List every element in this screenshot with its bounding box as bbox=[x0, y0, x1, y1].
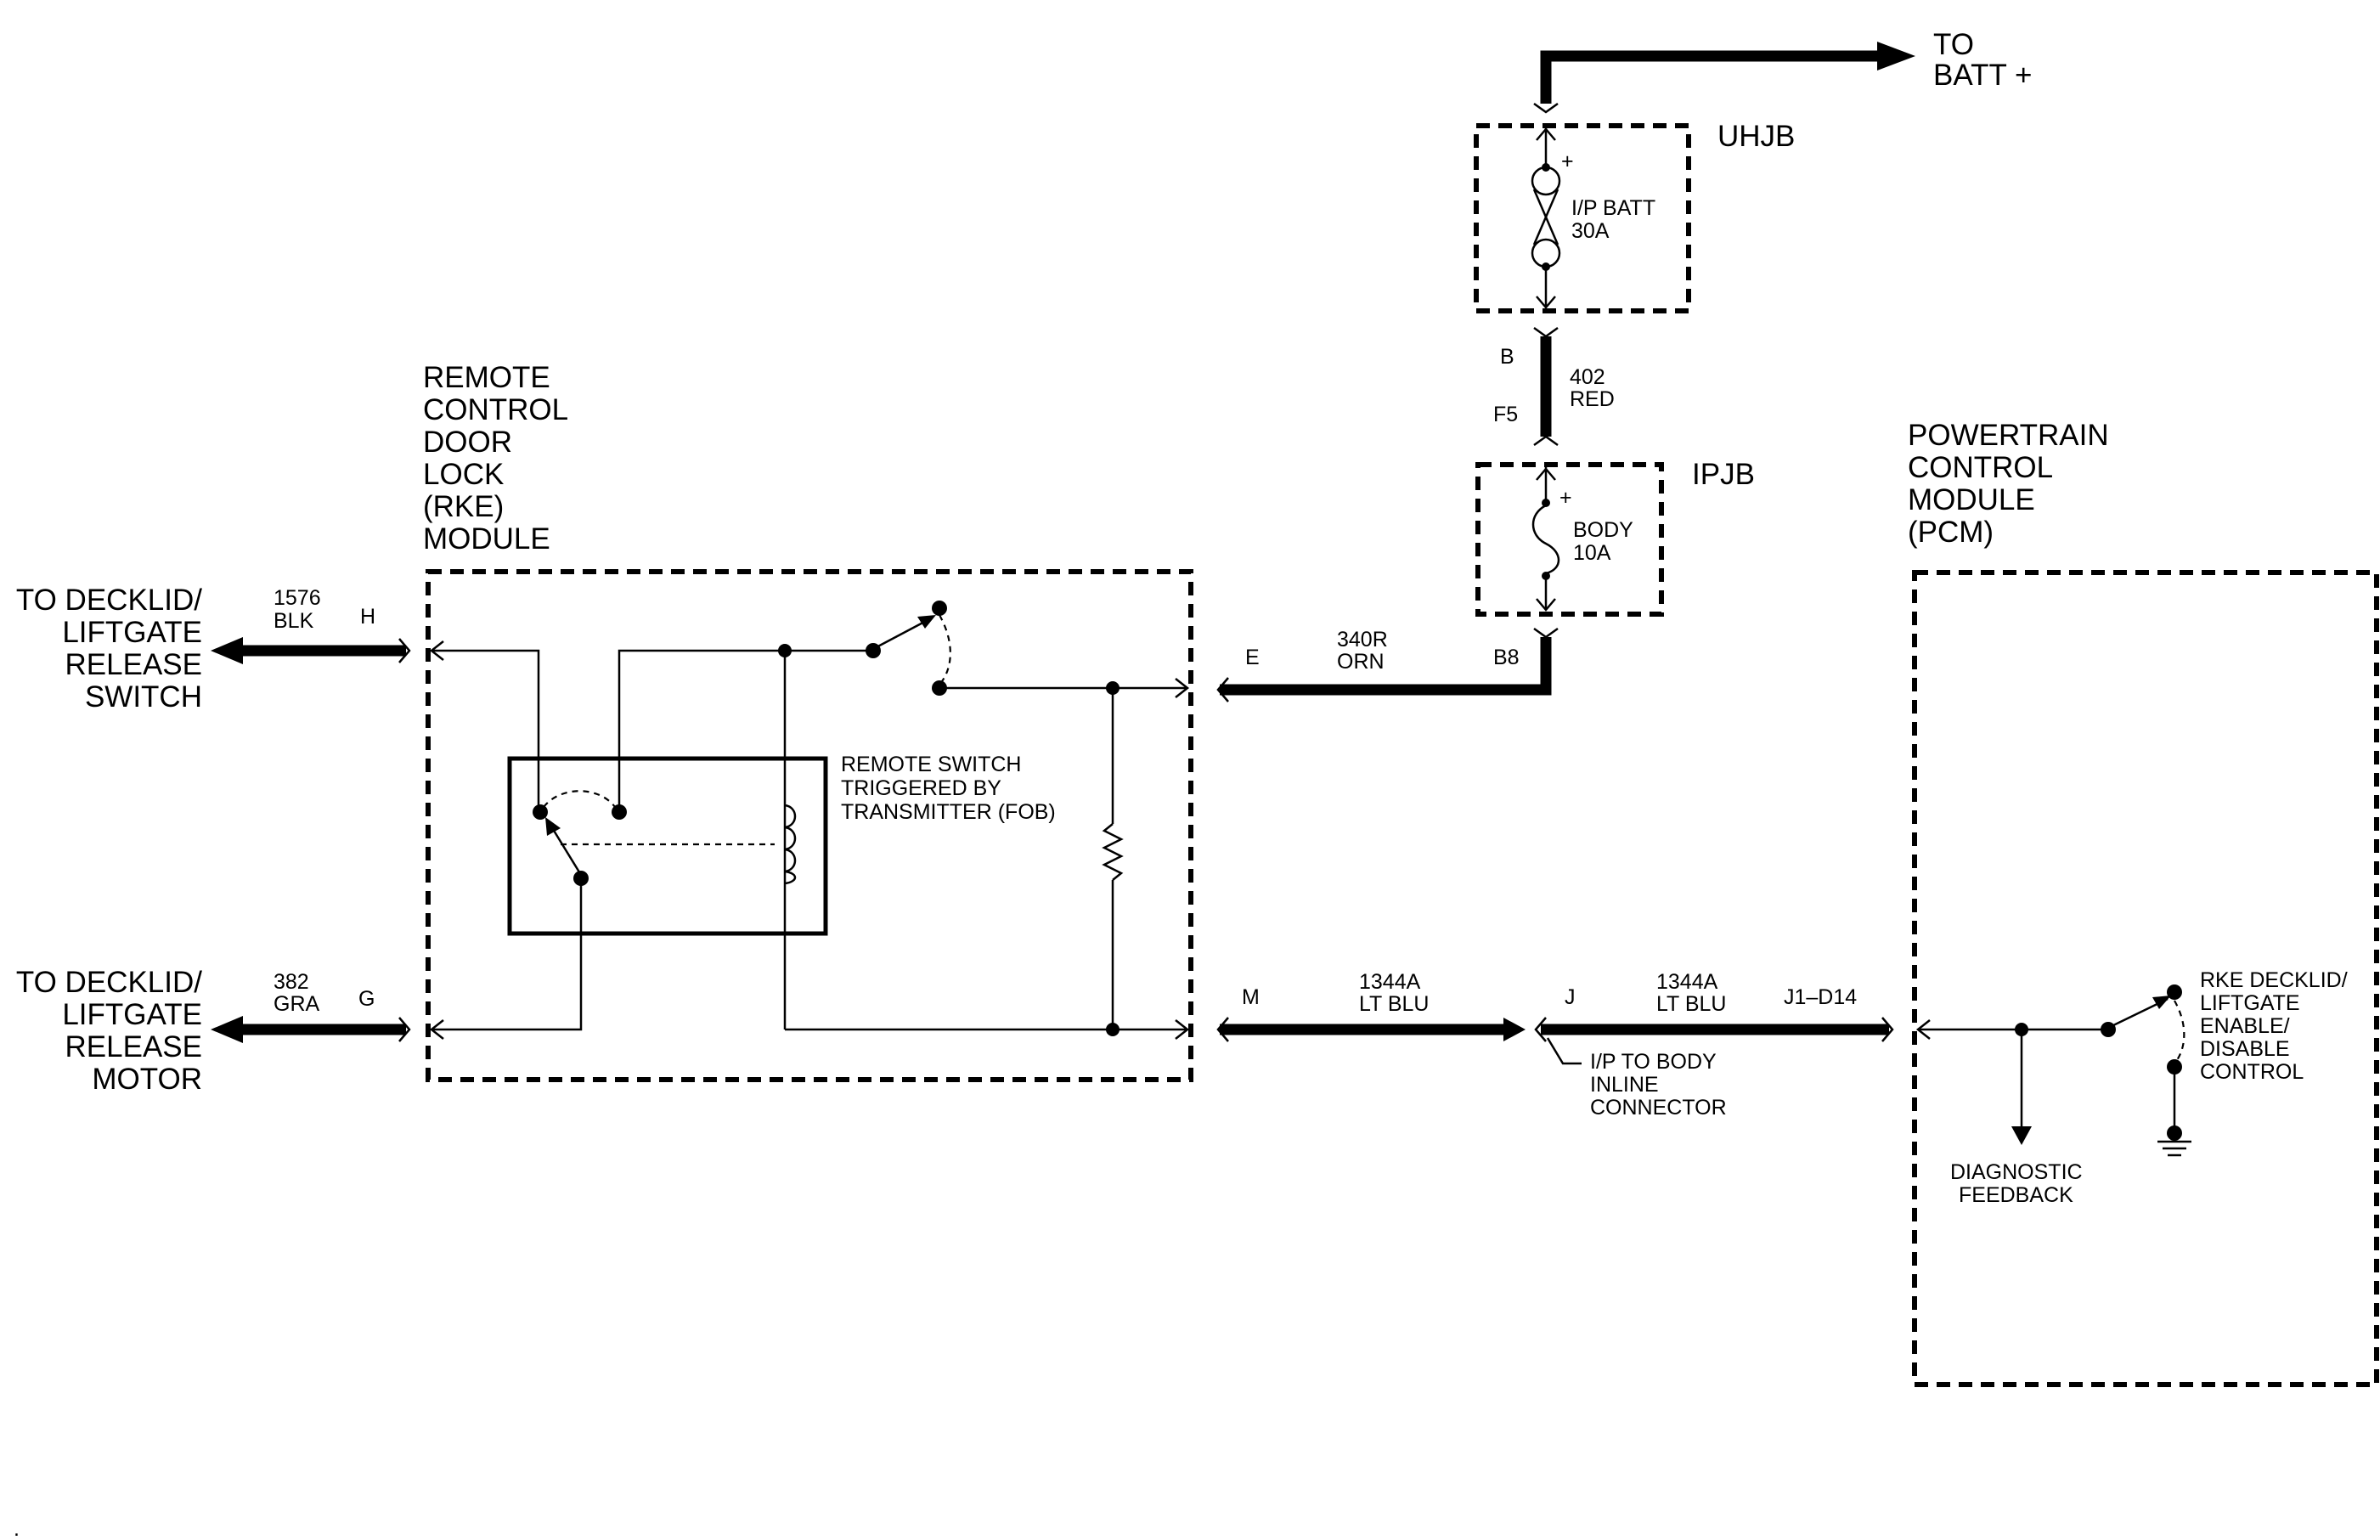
ip-batt-rating: 30A bbox=[1571, 219, 1610, 243]
rke-control-label-4: DISABLE bbox=[2200, 1037, 2290, 1061]
wire-1344a-right bbox=[1534, 1017, 1894, 1065]
wire-1344a-right-number: 1344A bbox=[1656, 970, 1718, 994]
diagnostic-label-1: DIAGNOSTIC bbox=[1950, 1160, 2083, 1184]
rke-module-label-5: (RKE) bbox=[423, 490, 504, 523]
wire-1344a-right-color: LT BLU bbox=[1656, 992, 1726, 1016]
wire-402-number: 402 bbox=[1570, 365, 1605, 389]
rke-control-label-1: RKE DECKLID/ bbox=[2200, 968, 2348, 992]
wire-382-color: GRA bbox=[274, 992, 320, 1016]
pin-j1-d14-label: J1–D14 bbox=[1784, 985, 1857, 1009]
remote-switch-label-2: TRIGGERED BY bbox=[841, 776, 1001, 800]
ip-batt-fuse bbox=[1531, 127, 1561, 309]
pcm-label-3: MODULE bbox=[1908, 483, 2035, 516]
pin-b-label: B bbox=[1500, 345, 1514, 369]
rke-module-label-1: REMOTE bbox=[423, 361, 550, 394]
to-switch-label-3: RELEASE bbox=[65, 648, 202, 681]
body-fuse bbox=[1531, 467, 1560, 612]
pcm-label-4: (PCM) bbox=[1908, 516, 1994, 549]
pcm-label-2: CONTROL bbox=[1908, 451, 2053, 484]
ipjb-box bbox=[1475, 462, 1664, 617]
ip-batt-label: I/P BATT bbox=[1571, 196, 1655, 220]
wire-1344a-left-color: LT BLU bbox=[1359, 992, 1429, 1016]
rke-module-label-2: CONTROL bbox=[423, 393, 568, 426]
wire-402-color: RED bbox=[1570, 387, 1615, 411]
wire-1344a-left-number: 1344A bbox=[1359, 970, 1421, 994]
battery-feed-wire bbox=[1533, 42, 1915, 114]
wire-340r bbox=[1216, 627, 1559, 702]
uhjb-plus: + bbox=[1561, 149, 1574, 173]
wire-382 bbox=[211, 1016, 411, 1043]
inline-connector-label-2: INLINE bbox=[1590, 1073, 1659, 1097]
rke-module-box bbox=[426, 569, 1193, 1082]
pin-b8-label: B8 bbox=[1493, 646, 1520, 669]
diagnostic-label-2: FEEDBACK bbox=[1959, 1183, 2073, 1207]
wire-1576-number: 1576 bbox=[274, 586, 321, 610]
to-motor-label-2: LIFTGATE bbox=[62, 998, 202, 1031]
wire-1344a-left bbox=[1216, 1017, 1526, 1042]
rke-module-label-3: DOOR bbox=[423, 426, 512, 459]
wire-1576-color: BLK bbox=[274, 609, 314, 633]
pin-m-label: M bbox=[1242, 985, 1260, 1009]
pcm-internal-circuit bbox=[1915, 984, 2191, 1157]
wire-402 bbox=[1533, 326, 1559, 447]
ipjb-plus: + bbox=[1559, 486, 1572, 510]
rke-internal-circuit bbox=[429, 601, 1190, 1040]
remote-switch-label-1: REMOTE SWITCH bbox=[841, 753, 1022, 776]
pin-h-label: H bbox=[360, 605, 375, 629]
body-fuse-rating: 10A bbox=[1573, 541, 1611, 565]
inline-connector-label-3: CONNECTOR bbox=[1590, 1096, 1727, 1120]
to-motor-label-1: TO DECKLID/ bbox=[16, 966, 202, 999]
to-switch-label-2: LIFTGATE bbox=[62, 616, 202, 649]
to-switch-label-4: SWITCH bbox=[85, 680, 202, 714]
pin-f5-label: F5 bbox=[1493, 403, 1518, 426]
to-switch-label-1: TO DECKLID/ bbox=[16, 584, 202, 617]
uhjb-label: UHJB bbox=[1717, 120, 1795, 153]
to-batt-label-1: TO bbox=[1933, 28, 1974, 61]
corner-mark: . bbox=[14, 1517, 20, 1540]
pcm-box bbox=[1912, 570, 2379, 1387]
to-motor-label-4: MOTOR bbox=[92, 1063, 202, 1096]
rke-control-label-5: CONTROL bbox=[2200, 1060, 2304, 1084]
wire-340r-color: ORN bbox=[1337, 650, 1385, 674]
rke-control-label-2: LIFTGATE bbox=[2200, 991, 2300, 1015]
remote-switch-contacts bbox=[533, 790, 797, 886]
pin-e-label: E bbox=[1245, 646, 1260, 669]
ipjb-label: IPJB bbox=[1692, 458, 1755, 491]
pcm-label-1: POWERTRAIN bbox=[1908, 419, 2109, 452]
wire-340r-number: 340R bbox=[1337, 628, 1388, 652]
rke-module-label-6: MODULE bbox=[423, 522, 550, 556]
to-batt-label-2: BATT + bbox=[1933, 59, 2032, 92]
rke-module-label-4: LOCK bbox=[423, 458, 504, 491]
inline-connector-label-1: I/P TO BODY bbox=[1590, 1050, 1717, 1074]
remote-switch-label-3: TRANSMITTER (FOB) bbox=[841, 800, 1056, 824]
rke-control-label-3: ENABLE/ bbox=[2200, 1014, 2290, 1038]
remote-switch-relay bbox=[507, 756, 828, 936]
wire-1576 bbox=[211, 637, 411, 664]
pin-g-label: G bbox=[358, 987, 375, 1011]
body-fuse-label: BODY bbox=[1573, 518, 1633, 542]
wire-382-number: 382 bbox=[274, 970, 309, 994]
pin-j-label: J bbox=[1565, 985, 1576, 1009]
to-motor-label-3: RELEASE bbox=[65, 1030, 202, 1063]
